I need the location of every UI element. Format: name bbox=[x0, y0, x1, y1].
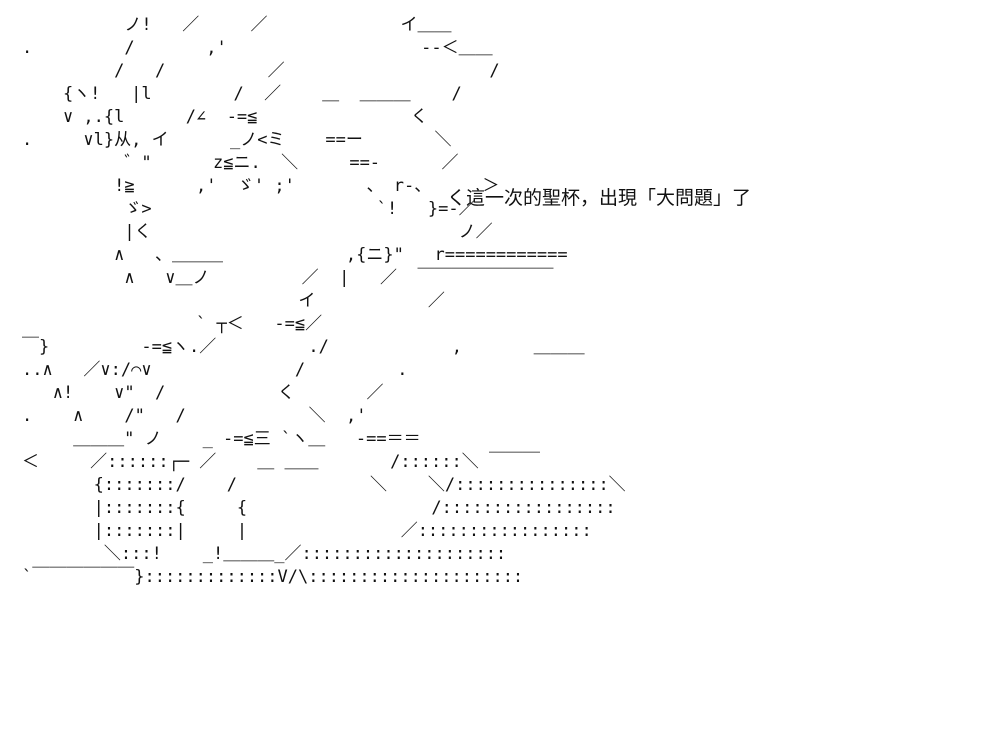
ascii-art-line: ∧ ∨＿ノ ／ | ／ ￣￣￣￣￣￣￣￣ bbox=[22, 268, 554, 288]
ascii-art-line: ∧! ∨" / く ／ bbox=[22, 383, 384, 403]
ascii-art-line: . ∧ /" / ＼ ,' bbox=[22, 406, 367, 426]
ascii-art-line: !≧ ,' ゞ' ;' 、 r-、 ＞ bbox=[22, 176, 500, 196]
ascii-art-line: ゛" z≦ニ. ＼ ==- ／ bbox=[22, 153, 459, 173]
ascii-art-line: ＜ ／::::::┌─ ／ ＿ ＿＿ /::::::＼ ￣￣￣ bbox=[22, 452, 540, 472]
ascii-art-line: {:::::::/ / ＼ ＼/:::::::::::::::＼ bbox=[22, 475, 626, 495]
ascii-art-line: / / ／ / bbox=[22, 61, 500, 81]
ascii-art-line: ＼:::! _!＿＿＿_／:::::::::::::::::::: bbox=[22, 544, 507, 564]
ascii-art-line: |:::::::{ { /::::::::::::::::: bbox=[22, 498, 616, 518]
ascii-art-line: |:::::::| | ／::::::::::::::::: bbox=[22, 521, 592, 541]
ascii-art-line: イ ／ bbox=[22, 291, 445, 311]
ascii-art-line: ＿＿＿" ノ _ -=≦三 `ヽ＿ -==＝＝ bbox=[22, 429, 421, 449]
ascii-art-line: . ∨l}从, イ _ノ<ミ ==ー ＼ bbox=[22, 130, 452, 150]
ascii-art-line: ` ┬＜ -=≦／ bbox=[22, 314, 323, 334]
ascii-art-line: {ヽ! |l / ／ ＿ ＿＿＿ / bbox=[22, 84, 462, 104]
ascii-art-line: ∨ ,.{l /∠ -=≦ く bbox=[22, 107, 428, 127]
ascii-art-line: ノ! ／ ／ イ＿＿ bbox=[22, 15, 452, 35]
ascii-art-line: ∧ 、＿＿＿ ,{ニ}" r============ bbox=[22, 245, 568, 265]
ascii-art-figure: ノ! ／ ／ イ＿＿ . / ,' ‐‐＜＿＿ / / ／ / {ヽ! |l / … bbox=[22, 14, 626, 589]
ascii-art-line: . / ,' ‐‐＜＿＿ bbox=[22, 38, 493, 58]
ascii-art-line: `￣￣￣￣￣￣}:::::::::::::V/\::::::::::::::::… bbox=[22, 567, 524, 587]
ascii-art-line: ゞ> `! }=-／ bbox=[22, 199, 476, 219]
ascii-art-line: ..∧ ／∨:/⌒∨ / . bbox=[22, 360, 408, 380]
speech-line: く這一次的聖杯，出現「大問題」了 bbox=[447, 187, 752, 209]
ascii-art-line: |く ノ／ bbox=[22, 222, 493, 242]
ascii-art-line: ￣} -=≦ヽ.／ ./ , ＿＿＿ bbox=[22, 337, 585, 357]
